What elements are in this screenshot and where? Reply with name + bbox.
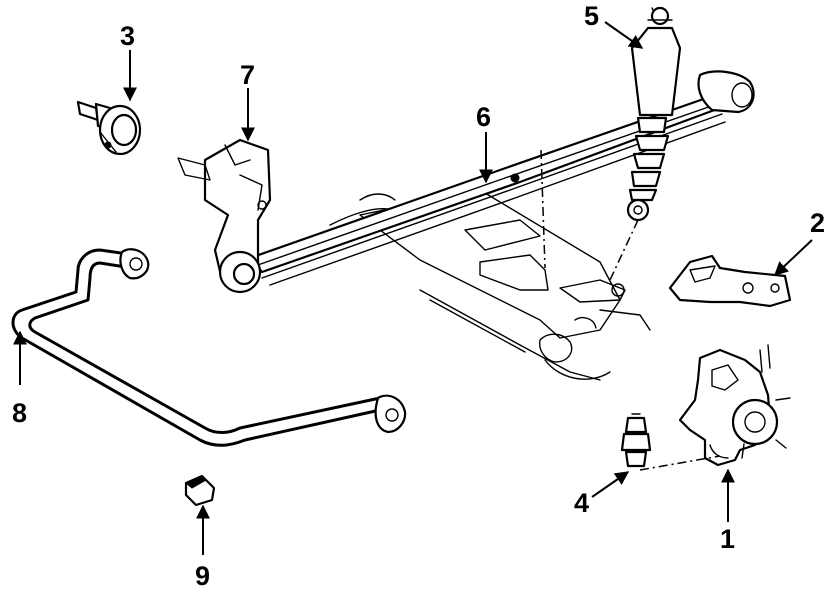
rear-axle-frame <box>329 189 651 381</box>
leader-lines <box>13 21 813 555</box>
callout-5: 5 <box>584 1 599 31</box>
callout-9: 9 <box>195 561 210 591</box>
spring-hanger-bracket <box>177 138 272 294</box>
steering-knuckle <box>678 344 791 467</box>
alignment-lines <box>540 149 721 471</box>
callout-6: 6 <box>476 102 491 132</box>
arrowhead-icon <box>591 471 630 498</box>
leaf-spring <box>248 70 755 286</box>
callout-2: 2 <box>810 208 825 238</box>
callout-4: 4 <box>574 488 589 518</box>
callout-1: 1 <box>720 524 735 554</box>
stabilizer-bar <box>11 248 407 447</box>
shock-absorber <box>626 6 682 222</box>
arrowhead-icon <box>773 239 813 276</box>
spindle <box>76 100 142 156</box>
arrowhead-icon <box>604 21 644 49</box>
callout-3: 3 <box>120 21 135 51</box>
callout-labels: 1 2 3 4 5 6 7 8 9 <box>12 1 825 591</box>
ball-joint <box>620 413 652 468</box>
callout-7: 7 <box>240 60 255 90</box>
stabilizer-bushing <box>184 474 216 507</box>
control-arm <box>668 254 792 308</box>
callout-8: 8 <box>12 398 27 428</box>
